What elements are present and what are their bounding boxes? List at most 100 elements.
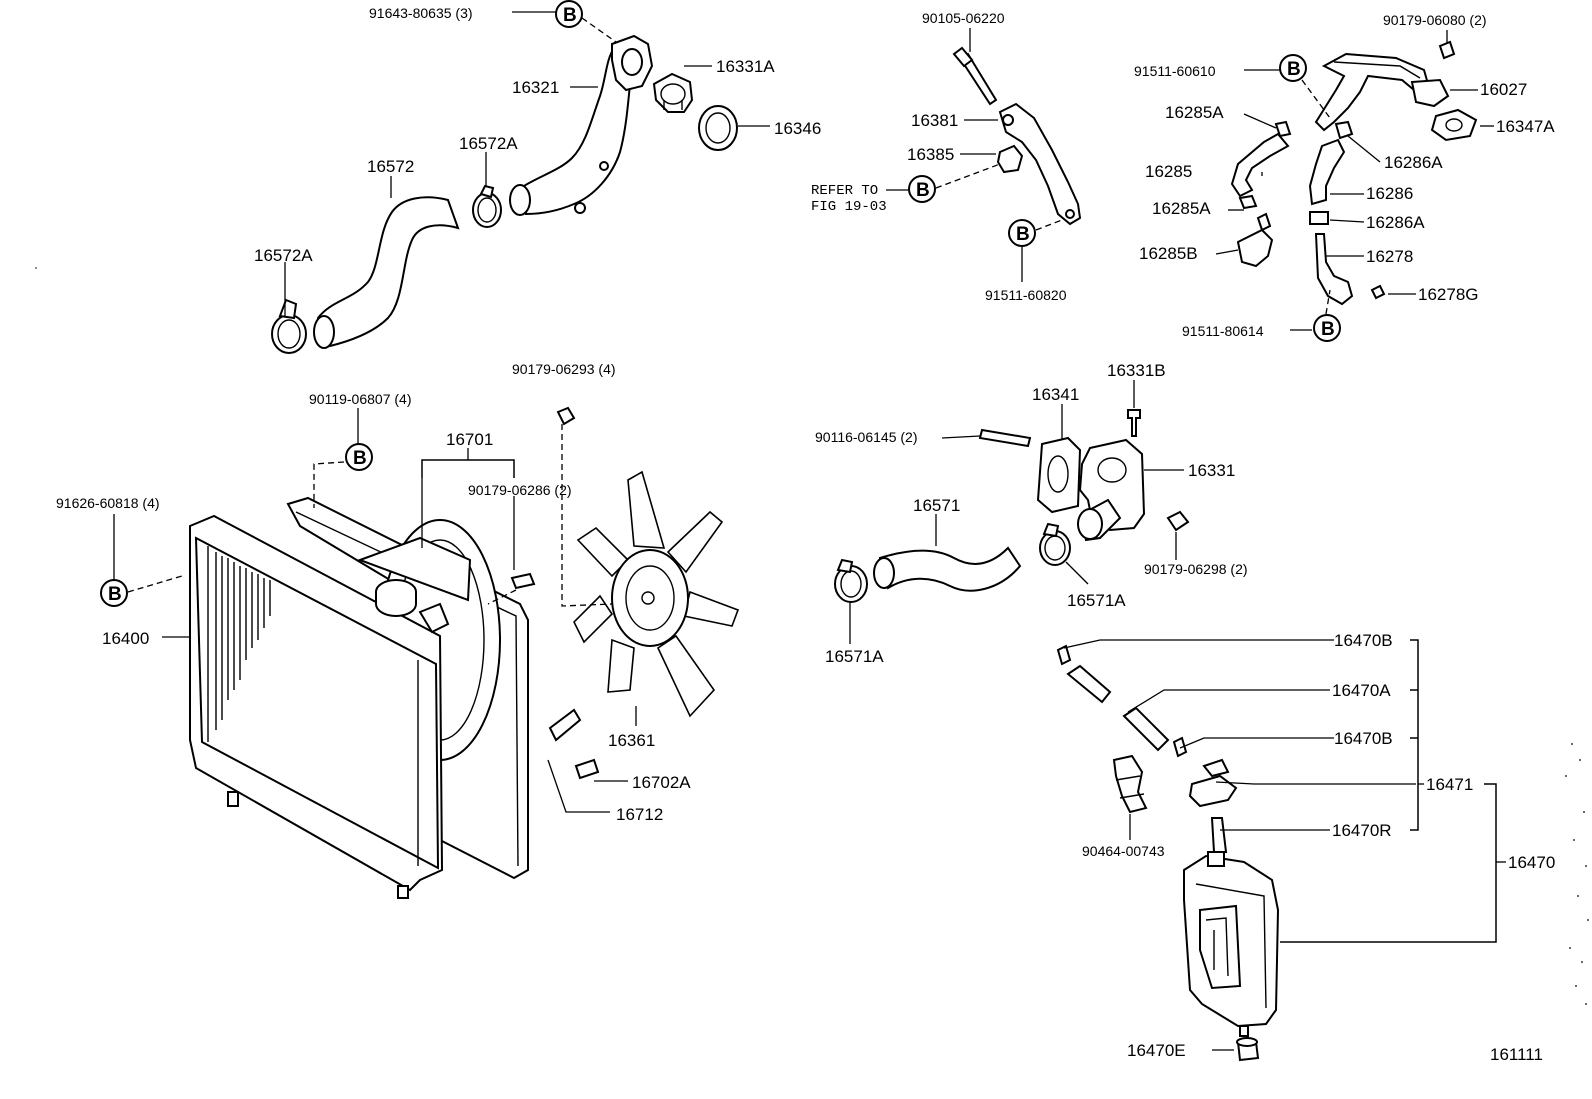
ref-b-text-3: B — [1016, 224, 1030, 245]
label-16347A: 16347A — [1496, 117, 1555, 136]
clip-16470B-1 — [1056, 644, 1072, 666]
ref-marker-b-2: B — [908, 175, 936, 203]
label-91511-60610: 91511-60610 — [1134, 63, 1216, 79]
nut-90179-06293 — [556, 406, 576, 426]
label-fig-19-03: FIG 19-03 — [811, 199, 887, 215]
clip-16470B-2 — [1172, 736, 1188, 758]
label-16470E: 16470E — [1127, 1041, 1186, 1060]
hose-16571 — [878, 546, 1022, 592]
label-91626-60818: 91626-60818 (4) — [56, 495, 160, 511]
bypass-pipe-16027 — [1314, 52, 1430, 132]
label-16572A-left: 16572A — [254, 246, 313, 265]
clamp-16571A-right — [1039, 522, 1071, 566]
gasket-16346 — [698, 105, 738, 151]
label-90116-06145: 90116-06145 (2) — [815, 429, 917, 445]
ref-b-text-2: B — [916, 180, 930, 201]
label-16027: 16027 — [1480, 80, 1527, 99]
cushion-16385 — [996, 144, 1024, 174]
hose-16470R — [1210, 817, 1228, 853]
plug-16278G — [1370, 284, 1386, 300]
label-16381: 16381 — [911, 111, 958, 130]
label-16321: 16321 — [512, 78, 559, 97]
bracket-90464 — [1112, 754, 1148, 814]
clamp-16572A-left — [271, 298, 307, 354]
label-16572A-top: 16572A — [459, 134, 518, 153]
label-16286A-2: 16286A — [1366, 213, 1425, 232]
label-refer-to: REFER TO — [811, 183, 878, 199]
label-16571A-right: 16571A — [1067, 591, 1126, 610]
label-16471: 16471 — [1426, 775, 1473, 794]
hose-16285B — [1236, 228, 1274, 268]
hose-16470A-1 — [1066, 664, 1112, 704]
nut-90179-06080 — [1438, 40, 1456, 60]
gasket-16347A — [1430, 108, 1478, 142]
ref-marker-b-7: B — [345, 443, 373, 471]
label-16571: 16571 — [913, 496, 960, 515]
thermostat-16331A — [652, 72, 694, 113]
ref-b-text-7: B — [353, 448, 367, 469]
radiator-cap — [375, 579, 417, 617]
label-16470B-2: 16470B — [1334, 729, 1393, 748]
label-16285A-2: 16285A — [1152, 199, 1211, 218]
gasket-16341 — [1036, 436, 1082, 514]
label-16572: 16572 — [367, 157, 414, 176]
reservoir-group — [1056, 639, 1506, 1062]
label-91511-80614: 91511-80614 — [1182, 323, 1264, 339]
label-16470R: 16470R — [1332, 821, 1392, 840]
label-16346: 16346 — [774, 119, 821, 138]
label-16286A-1: 16286A — [1384, 153, 1443, 172]
ref-b-text-1: B — [563, 5, 577, 26]
cooling-fan-16361 — [556, 406, 740, 726]
label-16285A-1: 16285A — [1165, 103, 1224, 122]
label-91511-60820: 91511-60820 — [985, 287, 1067, 303]
label-90179-06286: 90179-06286 (2) — [468, 482, 572, 498]
label-90119-06807: 90119-06807 (4) — [309, 391, 411, 407]
label-91643-80635: 91643-80635 (3) — [369, 5, 473, 21]
label-90179-06080: 90179-06080 (2) — [1383, 12, 1487, 28]
nut-90179-06298 — [1166, 510, 1190, 532]
hose-16470A-2 — [1122, 706, 1170, 752]
ref-b-text-5: B — [1321, 319, 1335, 340]
label-16278: 16278 — [1366, 247, 1413, 266]
bracket-16381 — [998, 102, 1082, 226]
hose-16285 — [1230, 132, 1290, 198]
part-labels: 91643-80635 (3) 16331A 16321 16346 16572… — [56, 5, 1555, 1064]
ref-marker-b-4: B — [1279, 54, 1307, 82]
label-90179-06293: 90179-06293 (4) — [512, 361, 616, 377]
ref-b-text-4: B — [1287, 59, 1301, 80]
hose-16286 — [1308, 138, 1346, 206]
scan-speckle — [35, 267, 1589, 1005]
label-16400: 16400 — [102, 629, 149, 648]
label-16285: 16285 — [1145, 162, 1192, 181]
label-16285B: 16285B — [1139, 244, 1198, 263]
bolt-16331B — [1127, 409, 1141, 437]
label-16331: 16331 — [1188, 461, 1235, 480]
radiator-group: B B — [100, 408, 628, 899]
nut-90179-06286 — [510, 572, 536, 590]
hose-16572 — [316, 196, 460, 348]
ref-marker-b-5: B — [1313, 314, 1341, 342]
bypass-pipe-group: B B — [1215, 30, 1494, 342]
radiator-core-fins — [215, 552, 271, 730]
stud-90116 — [978, 428, 1032, 448]
figure-number: 161111 — [1490, 1045, 1543, 1064]
label-16571A-left: 16571A — [825, 647, 884, 666]
label-16361: 16361 — [608, 731, 655, 750]
pipe-16278 — [1314, 233, 1354, 306]
clamp-16571A-left — [834, 558, 868, 603]
ref-b-text-6: B — [108, 584, 122, 605]
cap-16471 — [1188, 774, 1238, 808]
label-90179-06298: 90179-06298 (2) — [1144, 561, 1248, 577]
label-16470A: 16470A — [1332, 681, 1391, 700]
label-16712: 16712 — [616, 805, 663, 824]
ref-marker-b-6: B — [100, 579, 128, 607]
clip-16702A — [574, 758, 600, 780]
bracket-group-16381: B B — [886, 28, 1082, 282]
label-90105-06220: 90105-06220 — [922, 10, 1005, 26]
clamp-16572A-top — [472, 184, 502, 228]
ref-marker-b-1: B — [555, 0, 583, 28]
label-16278G: 16278G — [1418, 285, 1479, 304]
label-16470B-1: 16470B — [1334, 631, 1393, 650]
ref-marker-b-3: B — [1008, 219, 1036, 247]
